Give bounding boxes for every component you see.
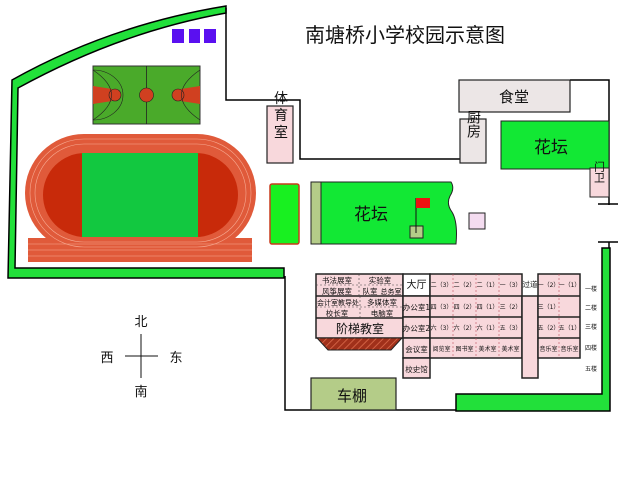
floor-label: 一楼 (585, 285, 597, 293)
kitchen-building (459, 118, 487, 164)
floor-label: 二楼 (585, 304, 597, 312)
classroom-label: 图书室 (455, 345, 473, 353)
compass-south: 南 (134, 384, 147, 400)
boundary-line (284, 276, 456, 411)
room-lecture-hall: 阶梯教室 (336, 321, 384, 336)
stage-steps (315, 337, 404, 351)
right-garden (500, 120, 610, 170)
classroom-label: 音乐室 (560, 345, 578, 353)
main-garden (310, 181, 457, 245)
lawn-patch (269, 183, 300, 245)
corridor-label: 过道 (523, 279, 538, 289)
classroom-label: 六（2） (454, 324, 476, 332)
classroom-label: 一（1） (559, 282, 581, 289)
room-general-affairs: 总务室 (381, 287, 402, 296)
classroom-label: 一（3） (500, 282, 522, 289)
classroom-label: 四（2） (454, 304, 476, 311)
left-wall (7, 5, 285, 279)
right-garden-label: 花坛 (534, 138, 568, 158)
flag-icon (416, 198, 430, 208)
classroom-label: 二（2） (454, 282, 476, 289)
compass-east: 东 (169, 351, 182, 366)
floor-label: 四楼 (585, 344, 597, 352)
room-calligraphy: 书法展室 (322, 275, 352, 285)
floor-label: 三楼 (585, 323, 597, 331)
small-kiosk (468, 212, 486, 230)
compass-north: 北 (134, 315, 147, 330)
room-label: 办公室2 (403, 323, 430, 333)
classroom-label: 阅览室 (432, 345, 450, 353)
room-principal: 校长室 (326, 308, 349, 318)
room-label: 校史馆 (405, 364, 428, 374)
guard-label: 门卫 (593, 160, 606, 183)
compass-west: 西 (100, 351, 113, 366)
room-label: 办公室1 (403, 302, 430, 312)
purple-markers (172, 29, 216, 43)
left-block (315, 273, 404, 351)
classroom-label: 四（3） (431, 304, 453, 311)
classroom-label: 音乐室 (539, 345, 557, 353)
guard-house (589, 167, 610, 198)
compass (125, 334, 158, 378)
classroom-label: 四（1） (477, 304, 499, 311)
gym-label: 体育室 (272, 91, 288, 142)
classroom-label: 六（1） (477, 324, 499, 332)
classroom-label: 美术室 (501, 345, 519, 353)
right-wall (455, 247, 611, 412)
room-label: 大厅 (407, 278, 427, 291)
classroom-label: 六（3） (431, 324, 453, 332)
classroom-label: 二（3） (431, 282, 453, 289)
classroom-label: 五（3） (500, 325, 522, 332)
classroom-label: 五（1） (559, 325, 581, 332)
classroom-label: 一（2） (538, 282, 560, 289)
football-field (82, 153, 198, 237)
room-accounting: 会计室教导处 (317, 298, 359, 307)
classroom-label: 五（2） (538, 325, 560, 332)
gym-building (266, 105, 294, 164)
map-title: 南塘桥小学校园示意图 (305, 23, 505, 47)
canteen-label: 食堂 (499, 88, 529, 106)
boundary-line (225, 8, 461, 160)
floor-label: 五楼 (585, 365, 597, 373)
room-computer: 电脑室 (371, 308, 394, 318)
room-label: 会议室 (405, 344, 428, 354)
bike-shed (310, 377, 397, 411)
corridor (521, 295, 539, 379)
kitchen-label: 厨房 (465, 110, 481, 138)
classroom-label: 三（1） (538, 304, 560, 311)
classroom-label: 三（2） (500, 304, 522, 311)
canteen-building (458, 79, 571, 113)
basketball-court (92, 65, 201, 125)
room-team: 队室 (363, 286, 378, 296)
running-track (25, 134, 256, 262)
classroom-label: 二（1） (477, 282, 499, 289)
room-kite: 风筝展室 (322, 286, 352, 296)
classroom-label: 美术室 (478, 345, 496, 353)
main-garden-label: 花坛 (354, 205, 388, 225)
room-cell (402, 357, 431, 379)
bike-shed-label: 车棚 (337, 387, 367, 405)
room-lab: 实验室 (369, 275, 392, 285)
room-multimedia: 多媒体室 (367, 297, 397, 307)
